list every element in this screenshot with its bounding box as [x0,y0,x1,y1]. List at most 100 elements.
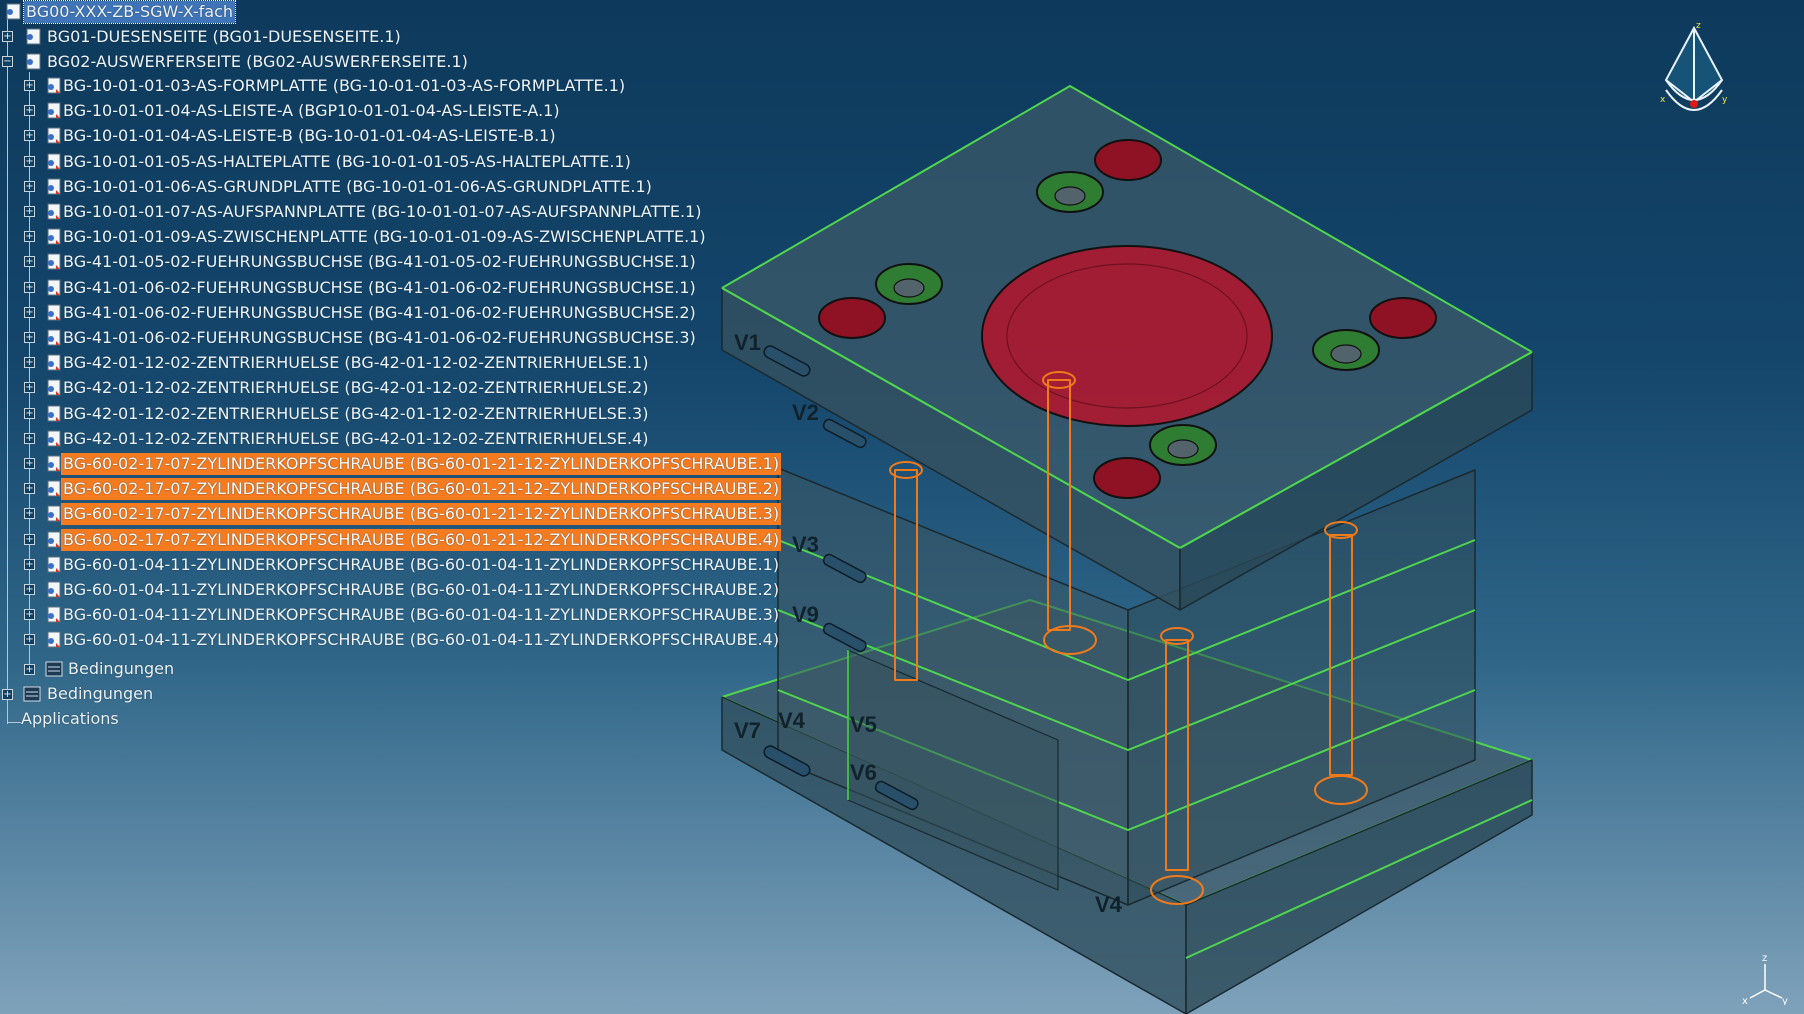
tree-item-part[interactable]: BG-60-01-04-11-ZYLINDERKOPFSCHRAUBE (BG-… [63,555,780,574]
part-icon [44,328,64,348]
expand-plus-icon[interactable]: + [24,609,35,620]
expand-plus-icon[interactable]: + [24,634,35,645]
part-icon [44,454,64,474]
tree-item-part[interactable]: BG-60-02-17-07-ZYLINDERKOPFSCHRAUBE (BG-… [61,529,782,551]
plate-label-v9: V9 [792,602,819,627]
part-icon [44,126,64,146]
hole-top-2[interactable] [818,297,886,339]
part-icon [44,76,64,96]
tree-item-part[interactable]: BG-42-01-12-02-ZENTRIERHUELSE (BG-42-01-… [63,378,649,397]
tree-item-part[interactable]: BG-60-01-04-11-ZYLINDERKOPFSCHRAUBE (BG-… [63,580,780,599]
tree-root-label[interactable]: BG00-XXX-ZB-SGW-X-fach [22,0,237,24]
tree-item-part[interactable]: BG-60-01-04-11-ZYLINDERKOPFSCHRAUBE (BG-… [63,630,780,649]
expand-plus-icon[interactable]: + [24,357,35,368]
plate-label-v6: V6 [850,760,877,785]
hole-top-1[interactable] [1094,139,1162,181]
plate-label-v2: V2 [792,400,819,425]
tree-item-part[interactable]: BG-10-01-01-03-AS-FORMPLATTE (BG-10-01-0… [63,76,626,95]
expand-plus-icon[interactable]: + [24,559,35,570]
tree-item-part[interactable]: BG-10-01-01-05-AS-HALTEPLATTE (BG-10-01-… [63,152,631,171]
part-icon [44,530,64,550]
expand-plus-icon[interactable]: + [24,231,35,242]
expand-plus-icon[interactable]: + [2,31,13,42]
plate-label-v4b: V4 [1095,892,1123,917]
tree-item-part[interactable]: BG-41-01-06-02-FUEHRUNGSBUCHSE (BG-41-01… [63,303,696,322]
expand-plus-icon[interactable]: + [24,458,35,469]
hole-top-4[interactable] [1093,457,1161,499]
part-icon [44,378,64,398]
tree-item-part[interactable]: BG-42-01-12-02-ZENTRIERHUELSE (BG-42-01-… [63,404,649,423]
expand-plus-icon[interactable]: + [24,664,35,675]
part-icon [44,404,64,424]
part-icon [44,227,64,247]
tree-item-part[interactable]: BG-10-01-01-09-AS-ZWISCHENPLATTE (BG-10-… [63,227,706,246]
plate-label-v1: V1 [734,330,761,355]
compass-z-label: z [1696,21,1701,31]
expand-plus-icon[interactable]: + [2,689,13,700]
expand-plus-icon[interactable]: + [24,156,35,167]
part-icon [44,152,64,172]
tree-line [7,16,8,724]
expand-plus-icon[interactable]: + [24,282,35,293]
expand-plus-icon[interactable]: + [24,534,35,545]
part-icon [44,429,64,449]
tree-item-part[interactable]: BG-41-01-05-02-FUEHRUNGSBUCHSE (BG-41-01… [63,252,696,271]
constraints-icon [22,684,42,704]
product-icon [4,2,24,22]
expand-plus-icon[interactable]: + [24,584,35,595]
cavity-opening[interactable] [981,245,1273,427]
part-icon [44,504,64,524]
expand-plus-icon[interactable]: + [24,433,35,444]
expand-plus-icon[interactable]: + [24,508,35,519]
expand-plus-icon[interactable]: + [24,408,35,419]
plate-label-v4a: V4 [778,708,806,733]
tree-item-part[interactable]: BG-60-02-17-07-ZYLINDERKOPFSCHRAUBE (BG-… [61,503,782,525]
tree-item-part[interactable]: BG-41-01-06-02-FUEHRUNGSBUCHSE (BG-41-01… [63,328,696,347]
expand-plus-icon[interactable]: + [24,130,35,141]
part-icon [44,177,64,197]
tree-item-duesenseite[interactable]: BG01-DUESENSEITE (BG01-DUESENSEITE.1) [47,27,401,46]
expand-plus-icon[interactable]: + [24,80,35,91]
expand-plus-icon[interactable]: + [24,181,35,192]
part-icon [44,252,64,272]
tree-item-part[interactable]: BG-10-01-01-06-AS-GRUNDPLATTE (BG-10-01-… [63,177,652,196]
part-icon [44,101,64,121]
specification-tree[interactable]: BG00-XXX-ZB-SGW-X-fach + BG01-DUESENSEIT… [0,0,800,760]
part-icon [44,353,64,373]
collapse-minus-icon[interactable]: − [2,56,13,67]
plate-label-v7: V7 [734,718,761,743]
triad-y-label: y [1782,996,1788,1005]
tree-item-part[interactable]: BG-42-01-12-02-ZENTRIERHUELSE (BG-42-01-… [63,353,649,372]
expand-plus-icon[interactable]: + [24,332,35,343]
tree-item-applications[interactable]: Applications [21,709,119,728]
part-icon [44,278,64,298]
expand-plus-icon[interactable]: + [24,483,35,494]
tree-item-auswerferseite[interactable]: BG02-AUSWERFERSEITE (BG02-AUSWERFERSEITE… [47,52,468,71]
expand-plus-icon[interactable]: + [24,105,35,116]
tree-item-part[interactable]: BG-42-01-12-02-ZENTRIERHUELSE (BG-42-01-… [63,429,649,448]
tree-item-part[interactable]: BG-60-01-04-11-ZYLINDERKOPFSCHRAUBE (BG-… [63,605,780,624]
part-icon [44,605,64,625]
bottom-plate-side-face[interactable] [1185,759,1533,1014]
tree-item-part[interactable]: BG-10-01-01-04-AS-LEISTE-A (BGP10-01-01-… [63,101,560,120]
tree-item-bedingungen-inner[interactable]: Bedingungen [68,659,175,678]
expand-plus-icon[interactable]: + [24,307,35,318]
compass-x-label: x [1660,95,1666,105]
tree-item-part[interactable]: BG-60-02-17-07-ZYLINDERKOPFSCHRAUBE (BG-… [61,453,782,475]
expand-plus-icon[interactable]: + [24,256,35,267]
tree-item-part[interactable]: BG-10-01-01-07-AS-AUFSPANNPLATTE (BG-10-… [63,202,702,221]
expand-plus-icon[interactable]: + [24,206,35,217]
tree-item-part[interactable]: BG-10-01-01-04-AS-LEISTE-B (BG-10-01-01-… [63,126,556,145]
orange-screws[interactable] [889,371,1368,905]
screw-heads-green[interactable] [875,171,1380,466]
tree-item-part[interactable]: BG-60-02-17-07-ZYLINDERKOPFSCHRAUBE (BG-… [61,478,782,500]
compass-icon[interactable]: z x y [1654,20,1734,130]
hole-top-3[interactable] [1369,297,1437,339]
constraints-icon [44,659,64,679]
expand-plus-icon[interactable]: + [24,382,35,393]
tree-item-bedingungen-outer[interactable]: Bedingungen [47,684,154,703]
mold-assembly[interactable]: V1 V2 V3 V9 V7 V4 V5 V6 V4 [721,85,1533,1014]
part-icon [44,202,64,222]
tree-item-part[interactable]: BG-41-01-06-02-FUEHRUNGSBUCHSE (BG-41-01… [63,278,696,297]
